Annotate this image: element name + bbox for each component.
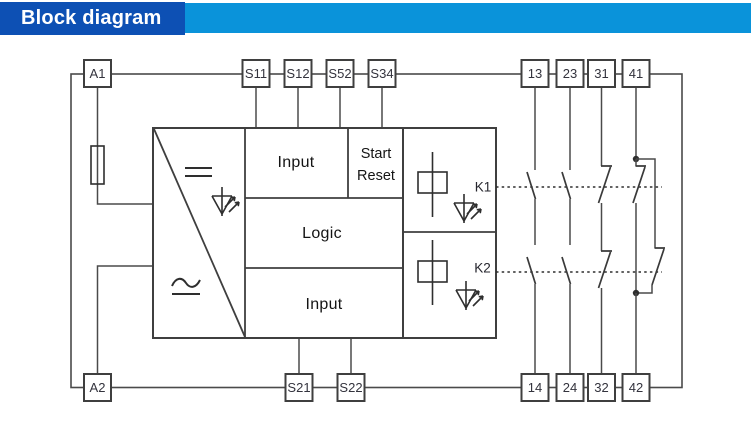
terminal-label: S12 <box>286 66 309 81</box>
terminal-41: 41 <box>621 59 651 88</box>
terminal-s52: S52 <box>325 59 355 88</box>
nc-contact-icon <box>597 165 612 204</box>
main-block: Input Start Reset Logic Input <box>152 127 404 339</box>
no-contact-icon <box>561 171 572 200</box>
page-title: Block diagram <box>21 7 162 29</box>
wire-a2 <box>96 265 153 374</box>
k1-label: K1 <box>475 180 492 195</box>
banner-light-bar <box>185 3 751 33</box>
supply-wiring <box>90 87 153 374</box>
terminal-a1: A1 <box>83 59 112 88</box>
terminal-label: 13 <box>528 66 542 81</box>
contact-path-41-42 <box>632 87 665 374</box>
contact-path-23-24 <box>561 87 572 374</box>
terminal-label: 23 <box>563 66 577 81</box>
terminal-row-bottom: A2 S21 S22 14 24 32 <box>83 373 651 402</box>
terminal-label: A1 <box>90 66 106 81</box>
terminal-s11: S11 <box>241 59 271 88</box>
no-contact-icon <box>526 171 537 200</box>
nc-contact-icon <box>597 250 612 289</box>
input-top-label: Input <box>277 154 314 171</box>
relay-coil-k1-icon <box>417 171 448 194</box>
main-block-outline <box>152 127 404 339</box>
reset-label: Reset <box>357 168 395 184</box>
terminal-14: 14 <box>520 373 550 402</box>
terminal-23: 23 <box>555 59 585 88</box>
terminal-s12: S12 <box>283 59 313 88</box>
terminal-label: 32 <box>594 380 608 395</box>
terminal-s21: S21 <box>284 373 314 402</box>
banner-dark-bar: Block diagram <box>0 2 185 35</box>
relay-block: K1 K2 <box>402 127 662 339</box>
terminal-a2: A2 <box>83 373 112 402</box>
input-bottom-label: Input <box>305 296 342 313</box>
dc-symbol-icon <box>185 167 212 177</box>
nc-contact-icon <box>632 165 646 204</box>
terminal-label: S52 <box>328 66 351 81</box>
wire <box>636 285 653 294</box>
converter-diagonal <box>153 128 246 338</box>
input-wiring <box>255 87 383 374</box>
terminal-42: 42 <box>621 373 651 402</box>
terminal-row-top: A1 S11 S12 S52 S34 13 <box>83 59 651 88</box>
logic-label: Logic <box>302 225 342 242</box>
terminal-label: 24 <box>563 380 577 395</box>
relay-block-outline <box>402 127 497 339</box>
terminal-label: 41 <box>629 66 643 81</box>
terminal-label: 42 <box>629 380 643 395</box>
terminal-label: 31 <box>594 66 608 81</box>
contact-path-13-14 <box>526 87 537 374</box>
terminal-13: 13 <box>520 59 550 88</box>
terminal-32: 32 <box>587 373 616 402</box>
ac-symbol-icon <box>171 277 201 288</box>
terminal-24: 24 <box>555 373 585 402</box>
terminal-label: S22 <box>339 380 362 395</box>
terminal-31: 31 <box>587 59 616 88</box>
wire <box>636 158 656 248</box>
terminal-s34: S34 <box>367 59 397 88</box>
no-contact-icon <box>526 256 537 285</box>
terminal-label: S21 <box>287 380 310 395</box>
nc-contact-icon <box>651 247 665 286</box>
terminal-label: A2 <box>90 380 106 395</box>
k2-label: K2 <box>474 261 491 276</box>
terminal-label: 14 <box>528 380 542 395</box>
fuse-icon <box>90 145 105 185</box>
wire-a1 <box>96 87 153 205</box>
relay-coil-k2-icon <box>417 260 448 283</box>
terminal-label: S11 <box>245 66 267 81</box>
no-contact-icon <box>561 256 572 285</box>
terminal-label: S34 <box>370 66 393 81</box>
section-banner: Block diagram <box>0 2 751 35</box>
contact-path-31-32 <box>597 87 612 374</box>
start-label: Start <box>361 146 392 162</box>
terminal-s22: S22 <box>336 373 366 402</box>
